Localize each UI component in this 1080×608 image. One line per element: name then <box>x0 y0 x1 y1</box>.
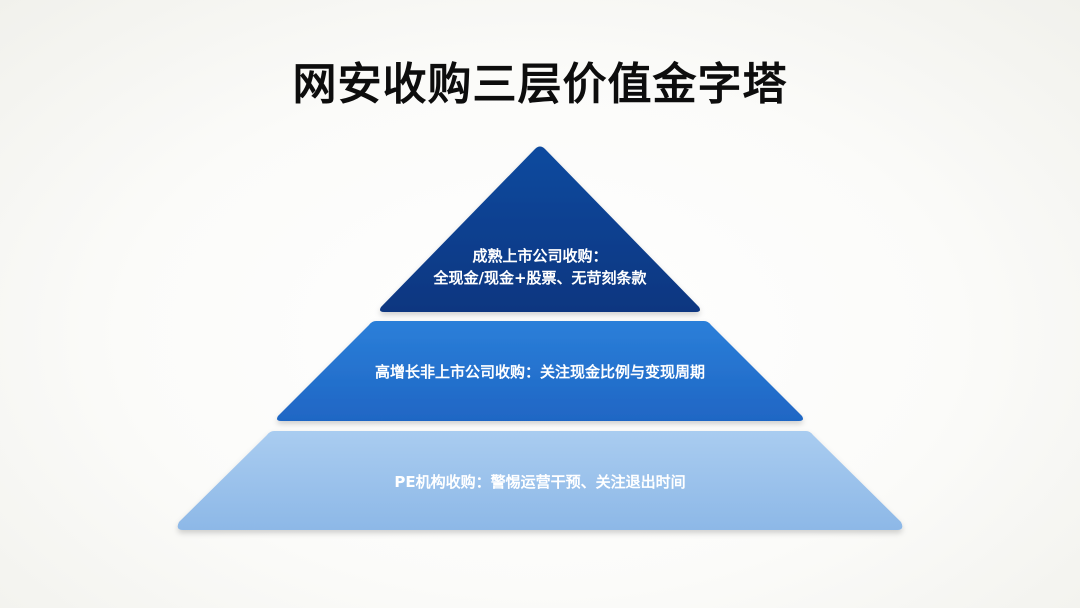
pyramid-tier-middle-shape <box>277 321 803 421</box>
pyramid-tier-middle-label: 高增长非上市公司收购：关注现金比例与变现周期 <box>375 363 705 381</box>
pyramid-tier-top-label-2: 全现金/现金+股票、无苛刻条款 <box>432 269 647 287</box>
pyramid-tier-bottom: PE机构收购：警惕运营干预、关注退出时间 <box>177 431 903 530</box>
pyramid-tier-bottom-label: PE机构收购：警惕运营干预、关注退出时间 <box>394 473 685 491</box>
pyramid-tier-top-label-1: 成熟上市公司收购： <box>472 247 607 265</box>
pyramid-tier-top: 成熟上市公司收购： 全现金/现金+股票、无苛刻条款 <box>380 146 700 312</box>
pyramid-tier-top-shape <box>380 146 700 312</box>
pyramid-tier-bottom-shape <box>177 431 903 530</box>
page-title: 网安收购三层价值金字塔 <box>292 59 788 110</box>
pyramid-tier-middle: 高增长非上市公司收购：关注现金比例与变现周期 <box>277 321 803 421</box>
